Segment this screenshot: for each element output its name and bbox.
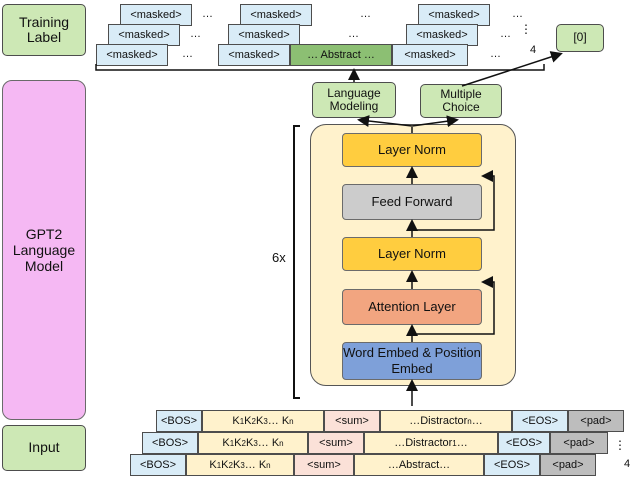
- mc-label-text: [0]: [573, 30, 587, 45]
- lm-head-box: Language Modeling: [312, 82, 396, 118]
- layer-norm-mid: Layer Norm: [342, 237, 482, 271]
- input-stack-count: 4: [624, 458, 631, 470]
- input-token-eos: <EOS>: [484, 454, 540, 476]
- label-ellipsis: …: [202, 8, 213, 20]
- repeat-label: 6x: [272, 250, 286, 265]
- input-token-bos: <BOS>: [142, 432, 198, 454]
- attention-layer: Attention Layer: [342, 289, 482, 325]
- label-token: <masked>: [228, 24, 300, 46]
- input-token-bos: <BOS>: [130, 454, 186, 476]
- input-token-sum: <sum>: [324, 410, 380, 432]
- label-stack-count: 4: [530, 44, 537, 56]
- training-label-text: Training Label: [18, 13, 70, 45]
- label-token: <masked>: [96, 44, 168, 66]
- label-token: <masked>: [218, 44, 290, 66]
- label-token: <masked>: [240, 4, 312, 26]
- input-stack-vdots: ⋮: [614, 438, 626, 452]
- label-token: <masked>: [418, 4, 490, 26]
- label-ellipsis: …: [190, 28, 201, 40]
- lm-head-text: Language Modeling: [327, 85, 381, 113]
- mc-head-text: Multiple Choice: [440, 86, 482, 114]
- label-token: <masked>: [120, 4, 192, 26]
- label-token: <masked>: [108, 24, 180, 46]
- label-ellipsis: …: [348, 28, 359, 40]
- label-abstract-token: … Abstract …: [290, 44, 392, 66]
- label-stack-vdots: ⋮: [520, 22, 532, 36]
- input-token-pad: <pad>: [550, 432, 608, 454]
- input-token-sum: <sum>: [294, 454, 354, 476]
- training-label-box: Training Label: [2, 4, 86, 56]
- gpt2-model-box: GPT2 Language Model: [2, 80, 86, 420]
- embed-layer: Word Embed & Position Embed: [342, 342, 482, 380]
- label-ellipsis: …: [182, 48, 193, 60]
- input-token-pad: <pad>: [540, 454, 596, 476]
- input-box: Input: [2, 425, 86, 471]
- input-token-eos: <EOS>: [512, 410, 568, 432]
- input-token-sum: <sum>: [308, 432, 364, 454]
- label-token: <masked>: [406, 24, 478, 46]
- label-ellipsis: …: [490, 48, 501, 60]
- gpt2-model-text: GPT2 Language Model: [12, 225, 76, 275]
- layer-norm-top: Layer Norm: [342, 133, 482, 167]
- input-token-bos: <BOS>: [156, 410, 202, 432]
- label-ellipsis: …: [360, 8, 371, 20]
- label-ellipsis: …: [500, 28, 511, 40]
- input-token-pad: <pad>: [568, 410, 624, 432]
- mc-label-box: [0]: [556, 24, 604, 52]
- input-text: Input: [28, 439, 60, 456]
- feed-forward-layer: Feed Forward: [342, 184, 482, 220]
- input-token-abstract: …Abstract…: [354, 454, 484, 476]
- label-token: <masked>: [392, 44, 468, 66]
- repeat-bracket: [293, 125, 300, 399]
- mc-head-box: Multiple Choice: [420, 84, 502, 118]
- input-token-eos: <EOS>: [498, 432, 550, 454]
- label-ellipsis: …: [512, 8, 523, 20]
